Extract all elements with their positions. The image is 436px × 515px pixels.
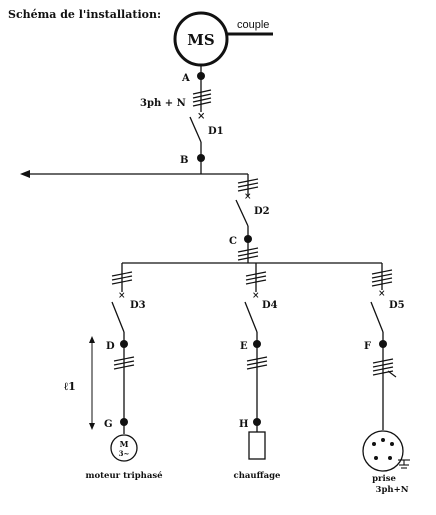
node-c-dot — [244, 235, 252, 243]
node-c-label: C — [229, 236, 237, 247]
breaker-d3-label: D3 — [130, 300, 146, 311]
breaker-d4-label: D4 — [262, 300, 278, 311]
breaker-d5-cross-icon: × — [378, 289, 386, 299]
diagram-title: Schéma de l'installation: — [8, 8, 161, 21]
breaker-d5-blade — [370, 301, 384, 333]
heater-symbol-icon — [248, 431, 266, 460]
c-conductor-marks — [237, 247, 259, 261]
node-g-label: G — [104, 419, 113, 430]
branch-socket: × D5 F prise 3ph+N — [362, 263, 410, 495]
node-f-label: F — [364, 341, 371, 352]
node-g-dot — [120, 418, 128, 426]
node-b-label: B — [180, 155, 188, 166]
node-h-dot — [253, 418, 261, 426]
motor-symbol-bottom: 3~ — [119, 449, 130, 458]
node-f-dot — [379, 340, 387, 348]
branch-heater: × D4 E H chauffage — [234, 263, 281, 481]
breaker-d1-cross-icon: × — [197, 111, 205, 122]
d2-conductor-marks — [237, 178, 259, 192]
motor-source: MS couple — [173, 11, 273, 67]
breaker-d1-label: D1 — [208, 126, 224, 137]
motor-caption: moteur triphasé — [85, 470, 163, 481]
breaker-d3-blade — [111, 301, 125, 333]
length-annotation: ℓ1 — [64, 336, 95, 430]
breaker-d2-label: D2 — [254, 206, 270, 217]
motor-symbol-top: M — [120, 439, 129, 449]
breaker-d2-cross-icon: × — [244, 192, 252, 202]
socket-caption-line2: 3ph+N — [376, 485, 409, 495]
bus-arrow-icon — [20, 170, 30, 178]
shaft-label: couple — [237, 19, 269, 31]
breaker-d3-cross-icon: × — [118, 291, 126, 301]
breaker-d2-blade — [235, 199, 249, 227]
breaker-d4-blade — [244, 301, 258, 333]
length-label: ℓ1 — [64, 380, 76, 393]
supply-label: 3ph + N — [140, 98, 186, 109]
supply-conductor-marks — [192, 89, 212, 107]
node-h-label: H — [239, 419, 248, 430]
breaker-d5-label: D5 — [389, 300, 405, 311]
socket-symbol-icon — [362, 430, 404, 472]
node-b-dot — [197, 154, 205, 162]
node-e-label: E — [240, 341, 248, 352]
node-a-label: A — [181, 73, 190, 84]
node-d-label: D — [106, 341, 115, 352]
socket-caption-line1: prise — [372, 474, 396, 484]
node-e-dot — [253, 340, 261, 348]
branch-motor: × D3 D G M 3~ moteur triphasé — [85, 263, 163, 481]
breaker-d4-cross-icon: × — [252, 291, 260, 301]
node-a-dot — [197, 72, 205, 80]
node-d-dot — [120, 340, 128, 348]
motor-source-label: MS — [187, 31, 214, 49]
motor-symbol-icon — [110, 434, 138, 462]
breaker-d1-blade — [189, 116, 202, 143]
heater-caption: chauffage — [234, 471, 281, 481]
